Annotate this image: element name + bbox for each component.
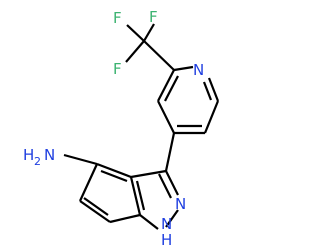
- fluorine-label-upper-right: F: [149, 8, 158, 26]
- fluorine-label-left: F: [113, 60, 122, 78]
- bond-c6-c5: [79, 163, 98, 202]
- bond-c-f-left: [125, 40, 145, 63]
- fluorine-label-upper-left: F: [113, 9, 122, 27]
- bond-n2-n1: [165, 209, 179, 228]
- amine-subscript-label: 2: [34, 155, 41, 168]
- bond-c5-nh2: [63, 153, 98, 166]
- bond-pyr-c3-c2-inner: [164, 75, 179, 102]
- pyrazole-ring: [130, 169, 179, 230]
- pyrazole-nitrogen-label: N: [175, 195, 186, 213]
- bond-c5-c4: [96, 162, 132, 179]
- bond-c3a-c7a-inner: [135, 180, 146, 211]
- bond-c3a-c7a: [129, 176, 142, 216]
- bond-c7a-c7: [109, 213, 141, 224]
- trifluoromethyl-group: [125, 23, 175, 71]
- bond-pyr-n1-c6-inner: [202, 81, 213, 101]
- pyridine-nitrogen-label: N: [193, 61, 204, 79]
- bond-c5-c4-inner: [100, 169, 128, 183]
- nh-nitrogen-label: N: [161, 215, 172, 233]
- bond-c3-n2-inner: [158, 173, 172, 199]
- bond-n1-c7a: [139, 214, 159, 230]
- bond-c-f-upper-left: [126, 24, 145, 42]
- structure-diagram: F F F N N N H H 2 N: [23, 8, 220, 249]
- bond-c3-n2: [165, 170, 179, 196]
- bond-c-f-upper-right: [143, 23, 155, 42]
- bond-cf3-to-ring: [143, 40, 175, 71]
- pyridine-ring: [157, 65, 220, 135]
- bond-pyr-c2-n1: [173, 65, 194, 72]
- amine-hydrogen-label: H: [23, 146, 34, 164]
- benzene-ring: [79, 162, 146, 224]
- bond-pyr-c3-c2: [157, 69, 175, 102]
- bond-pyridine-to-indazole: [164, 132, 176, 172]
- nh-hydrogen-label: H: [161, 231, 172, 249]
- bond-c7-c6-inner: [83, 197, 109, 216]
- bond-pyr-n1-c6: [207, 77, 220, 102]
- bond-c7-c6: [79, 200, 111, 223]
- bond-pyr-c6-c5: [203, 100, 220, 134]
- amine-nitrogen-label: N: [44, 146, 55, 164]
- bond-pyr-c4-c3: [157, 100, 175, 134]
- bond-c3-c3a: [130, 169, 167, 179]
